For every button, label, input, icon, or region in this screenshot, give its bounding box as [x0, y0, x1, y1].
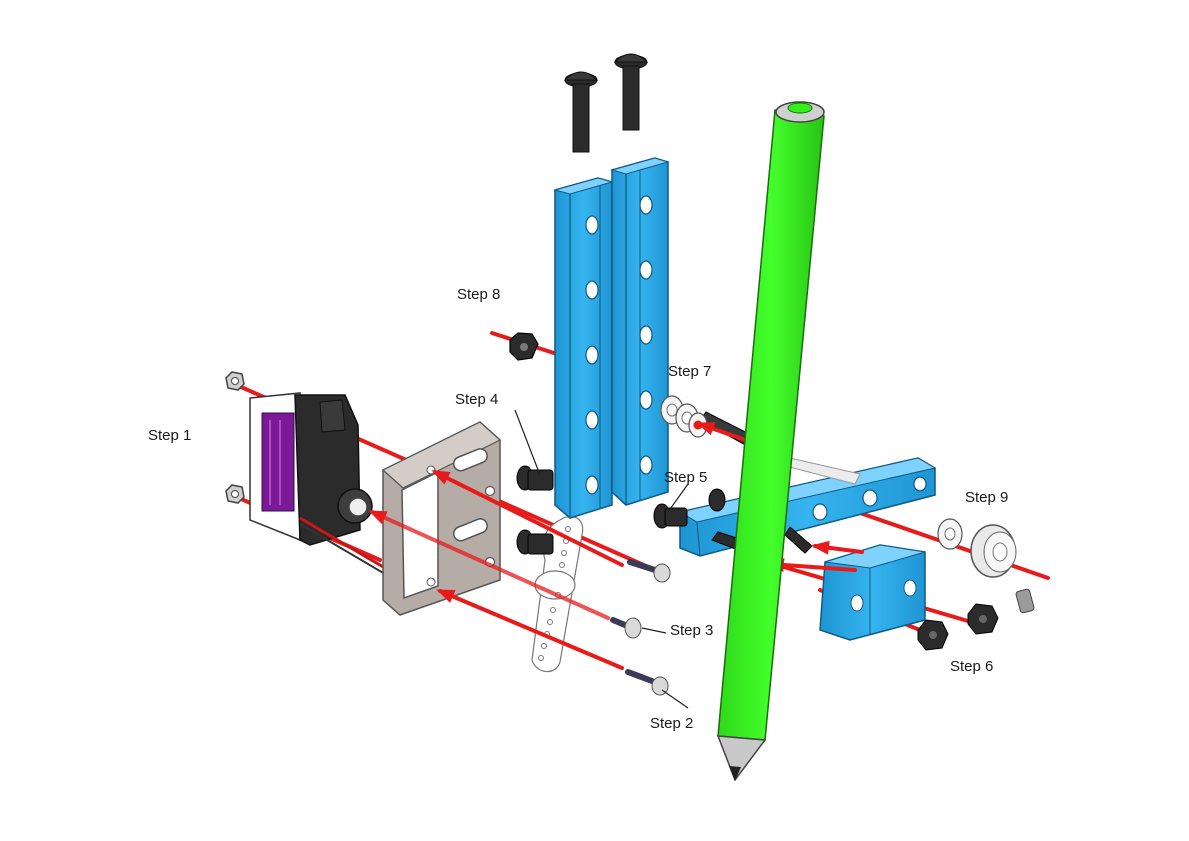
step8-label: Step 8: [457, 286, 500, 303]
step3-label: Step 3: [670, 622, 713, 639]
hex-nut-step8: [509, 332, 539, 361]
step1-label: Step 1: [148, 427, 191, 444]
step7-arrow: [696, 422, 747, 442]
servo-bracket: [381, 421, 502, 616]
step-labels: Step 1 Step 2 Step 3 Step 4 Step 5 Step …: [148, 286, 1008, 732]
set-screw: [1015, 588, 1035, 614]
step6-arrow-upper: [766, 558, 857, 572]
hex-nut-step1-bottom: [225, 484, 245, 504]
step2-arrow-lower: [436, 589, 624, 670]
step4-leader: [514, 409, 541, 476]
bearing-step9: [970, 524, 1017, 578]
hex-nut-step6-right: [967, 603, 999, 635]
bolt-step5: [653, 488, 726, 529]
step5-label: Step 5: [664, 469, 707, 486]
hex-nut-step1-top: [225, 371, 245, 391]
bolt-step4-upper: [516, 465, 554, 491]
bolt-step4-lower: [516, 529, 554, 555]
step6-arrow-lower: [811, 540, 864, 555]
step3-arrow: [368, 510, 610, 620]
step4-label: Step 4: [455, 391, 498, 408]
pencil: [716, 101, 825, 782]
step2-label: Step 2: [650, 715, 693, 732]
step7-label: Step 7: [668, 363, 711, 380]
bolt-top-right: [613, 53, 649, 131]
aluminium-profile-vertical-left: [553, 177, 614, 519]
pencil-lead: [729, 766, 741, 781]
assembly-arrows-front: [368, 422, 864, 670]
step3-leader: [641, 627, 667, 634]
hex-nut-step6-left: [917, 619, 949, 651]
leader-lines: [514, 409, 689, 709]
step6-label: Step 6: [950, 658, 993, 675]
screw-step2-lower: [625, 669, 669, 696]
servo-label-sticker: [261, 412, 295, 512]
bolt-top-left: [563, 71, 599, 153]
servo-shaft: [348, 497, 368, 517]
step9-label: Step 9: [965, 489, 1008, 506]
screw-step3: [610, 617, 642, 639]
step5-leader: [667, 483, 689, 513]
screw-step2-upper: [627, 559, 671, 583]
step2-leader: [661, 689, 689, 709]
washer-step9: [937, 518, 963, 550]
step2-arrow-upper: [431, 470, 624, 567]
servo-motor: [249, 392, 386, 575]
aluminium-profile-vertical-right: [610, 157, 670, 506]
pencil-tip-wood: [716, 735, 767, 782]
